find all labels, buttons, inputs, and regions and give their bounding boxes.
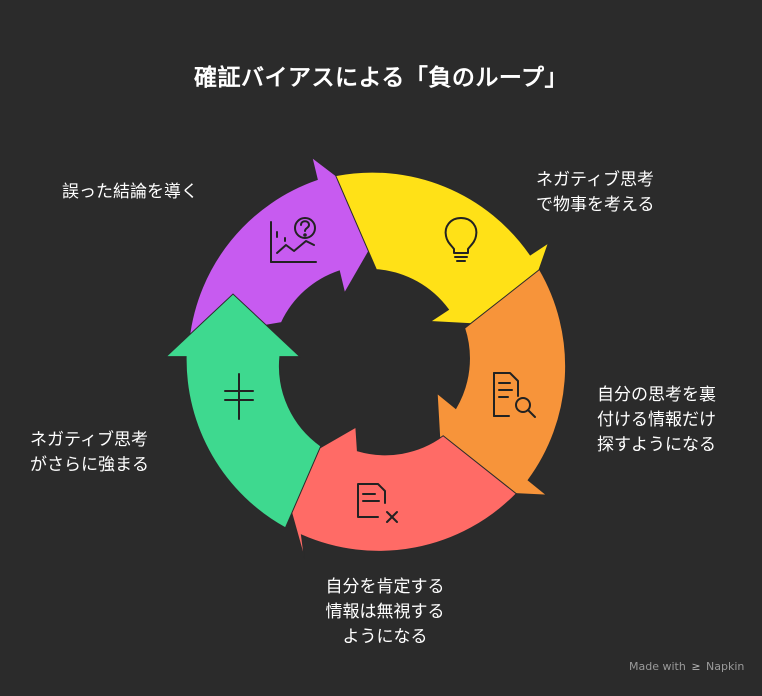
made-with-napkin-credit: Made with ≥ Napkin xyxy=(629,660,744,673)
step-label-line: ネガティブ思考 xyxy=(30,430,148,450)
step-label-line: 誤った結論を導く xyxy=(62,182,198,202)
step-label-line: ようになる xyxy=(342,627,428,647)
credit-prefix: Made with xyxy=(629,660,686,673)
balance-icon xyxy=(224,373,254,420)
step-label-line: ネガティブ思考 xyxy=(536,170,654,190)
step-label-line: 探すようになる xyxy=(597,435,716,455)
step-label-green: ネガティブ思考 がさらに強まる xyxy=(30,428,149,478)
document-search-icon xyxy=(493,372,536,418)
step-label-line: 自分を肯定する xyxy=(325,577,445,597)
step-label-line: 自分の思考を裏 xyxy=(597,385,716,405)
cycle-segment-red xyxy=(279,426,518,559)
step-label-line: 付ける情報だけ xyxy=(597,410,716,430)
napkin-logo-icon: ≥ xyxy=(691,660,701,673)
step-label-red: 自分を肯定する 情報は無視する ようになる xyxy=(290,575,480,650)
chart-question-icon xyxy=(270,217,317,263)
document-reject-icon xyxy=(357,483,398,523)
step-label-yellow: ネガティブ思考 で物事を考える xyxy=(536,168,655,218)
lightbulb-icon xyxy=(444,217,478,262)
cycle-segment-green xyxy=(164,293,322,529)
step-label-line: で物事を考える xyxy=(536,195,655,215)
step-label-purple: 誤った結論を導く xyxy=(62,180,198,205)
diagram-title: 確証バイアスによる「負のループ」 xyxy=(194,65,568,91)
credit-brand: Napkin xyxy=(706,660,745,673)
step-label-line: がさらに強まる xyxy=(30,455,149,475)
step-label-line: 情報は無視する xyxy=(325,602,445,622)
cycle-segment-yellow xyxy=(334,171,550,327)
step-label-orange: 自分の思考を裏 付ける情報だけ 探すようになる xyxy=(597,383,716,458)
